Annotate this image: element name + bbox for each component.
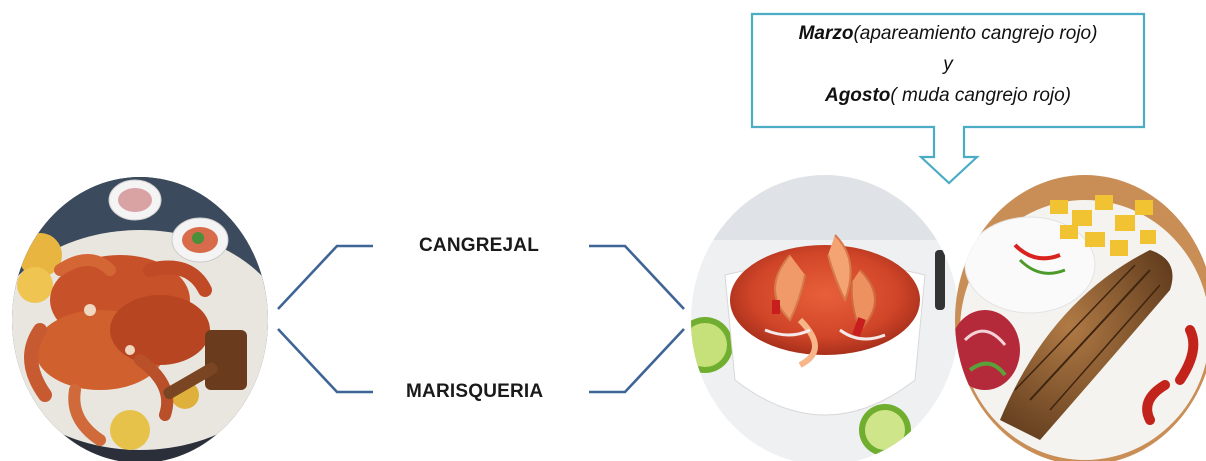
callout-text: Marzo(apareamiento cangrejo rojo) y Agos… — [752, 18, 1144, 111]
callout-march-note: (apareamiento cangrejo rojo) — [853, 23, 1097, 44]
right-bracket-lower — [589, 329, 684, 392]
label-cangrejal: CANGREJAL — [419, 235, 539, 257]
callout-line-2: y — [752, 49, 1144, 80]
callout-line-3: Agosto( muda cangrejo rojo) — [752, 80, 1144, 111]
crab-platter-photo — [0, 170, 290, 461]
callout-august-note: ( muda cangrejo rojo) — [890, 85, 1071, 106]
left-bracket-upper — [278, 246, 373, 309]
right-bracket — [589, 246, 684, 392]
fried-fish-plate-photo — [950, 170, 1206, 461]
right-bracket-upper — [589, 246, 684, 309]
callout-month-march: Marzo — [799, 23, 854, 44]
left-bracket-lower — [278, 329, 373, 392]
callout-month-august: Agosto — [825, 85, 890, 106]
ceviche-bowl-photo — [677, 170, 970, 461]
label-marisqueria: MARISQUERIA — [406, 381, 543, 403]
left-bracket — [278, 246, 373, 392]
callout-line-1: Marzo(apareamiento cangrejo rojo) — [752, 18, 1144, 49]
